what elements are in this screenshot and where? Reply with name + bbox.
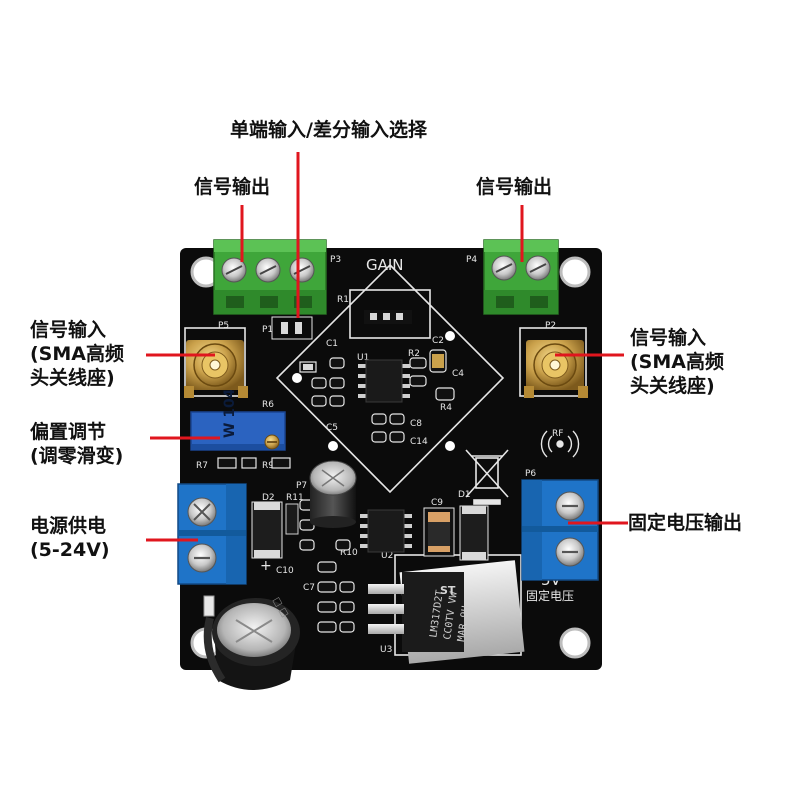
silk-r10: R10 — [340, 548, 358, 558]
c9-capacitor — [423, 507, 455, 557]
silk-r6: R6 — [262, 400, 274, 410]
label-input-right-line2: (SMA高频 — [630, 351, 724, 373]
recycle-bin-icon — [465, 449, 509, 505]
silk-r7: R7 — [196, 461, 208, 471]
u1-chip — [358, 359, 410, 403]
silk-u2: U2 — [381, 551, 393, 561]
silk-rf: RF — [552, 429, 563, 439]
sma-connector-left — [184, 340, 248, 398]
label-input-right-line3: 头关线座) — [630, 375, 715, 397]
u3-regulator: LM317D2T CC0TV VW MAR 9U ST — [368, 560, 525, 664]
label-power-line1: 电源供电 — [30, 515, 107, 537]
label-input-left-line3: 头关线座) — [30, 367, 115, 389]
silk-c14: C14 — [410, 437, 428, 447]
rf-symbol — [540, 430, 580, 458]
label-input-left: 信号输入 (SMA高频 头关线座) — [30, 318, 150, 390]
silk-r1: R1 — [337, 295, 349, 305]
via-pad — [328, 441, 338, 451]
via-pad — [292, 373, 302, 383]
pot-code: W 104 — [222, 388, 238, 438]
label-power-line2: (5-24V) — [30, 539, 110, 561]
d1-diode — [459, 505, 489, 561]
sma-connector-right — [524, 340, 588, 398]
silk-p5: P5 — [218, 321, 229, 331]
label-power: 电源供电 (5-24V) — [30, 514, 150, 562]
reg-line-3: MAR 9U — [456, 605, 472, 642]
silk-u1: U1 — [357, 353, 369, 363]
label-fixed-output: 固定电压输出 — [628, 512, 743, 534]
silk-r4: R4 — [440, 403, 452, 413]
silk-u3: U3 — [380, 645, 392, 655]
terminal-block-output-blue — [521, 479, 599, 581]
r11-resistor — [285, 503, 299, 535]
label-output-left: 信号输出 — [194, 176, 271, 198]
silk-c2: C2 — [432, 336, 444, 346]
silk-r9: R9 — [262, 461, 274, 471]
mounting-hole — [559, 627, 591, 659]
label-input-left-line1: 信号输入 — [30, 319, 107, 341]
silk-c8: C8 — [410, 419, 422, 429]
silk-p1: P1 — [262, 325, 273, 335]
silk-c5: C5 — [326, 423, 338, 433]
via-pad — [445, 331, 455, 341]
selector-jumper — [271, 316, 313, 340]
silk-c9: C9 — [431, 498, 443, 508]
silk-r2: R2 — [408, 349, 420, 359]
silk-p6: P6 — [525, 469, 536, 479]
silk-p7: P7 — [296, 481, 307, 491]
label-input-right-line1: 信号输入 — [630, 327, 707, 349]
label-bias: 偏置调节 (调零滑变) — [30, 420, 160, 468]
silk-c1: C1 — [326, 339, 338, 349]
silk-plus: + — [260, 558, 272, 574]
silk-c4: C4 — [452, 369, 464, 379]
silk-p3: P3 — [330, 255, 341, 265]
bias-trimmer-pot: W 104 — [190, 388, 286, 451]
silk-c10: C10 — [276, 566, 294, 576]
via-pad — [445, 441, 455, 451]
silk-r11: R11 — [286, 493, 304, 503]
label-output-right: 信号输出 — [476, 176, 553, 198]
silk-p2: P2 — [545, 321, 556, 331]
u2-chip — [360, 509, 412, 553]
silk-fixed-voltage: 固定电压 — [526, 588, 574, 603]
gain-header — [364, 310, 412, 324]
silk-d2: D2 — [262, 493, 275, 503]
mounting-hole — [559, 256, 591, 288]
label-input-left-line2: (SMA高频 — [30, 343, 124, 365]
d2-diode — [251, 501, 283, 559]
callout-lines — [146, 152, 628, 542]
silk-p4: P4 — [466, 255, 477, 265]
label-bias-line2: (调零滑变) — [30, 445, 124, 467]
small-electrolytic-capacitor — [309, 460, 357, 528]
terminal-block-power-blue — [177, 483, 247, 585]
label-selector: 单端输入/差分输入选择 — [230, 119, 427, 141]
label-bias-line1: 偏置调节 — [30, 421, 107, 443]
silk-c7: C7 — [303, 583, 315, 593]
label-input-right: 信号输入 (SMA高频 头关线座) — [630, 326, 770, 398]
silk-gain: GAIN — [366, 256, 404, 274]
reg-logo: ST — [440, 584, 456, 597]
terminal-block-left-green — [213, 239, 327, 315]
silk-d1: D1 — [458, 490, 471, 500]
